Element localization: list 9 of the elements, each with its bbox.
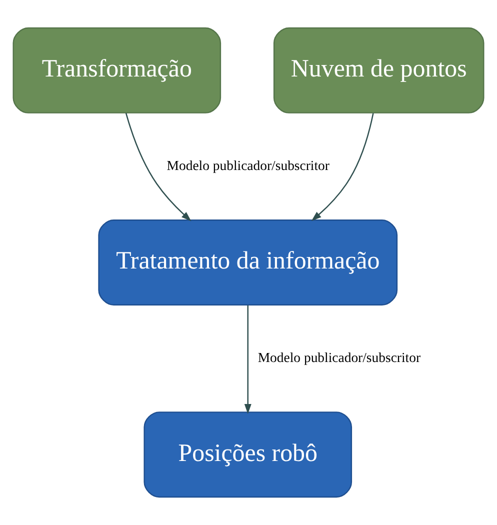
node-box: Posições robô <box>144 412 352 498</box>
edge-label: Modelo publicador/subscritor <box>166 158 330 173</box>
arrow <box>244 305 252 414</box>
edge-label: Modelo publicador/subscritor <box>258 350 421 366</box>
node-box: Tratamento da informação <box>98 219 398 306</box>
node-box: Transformação <box>12 27 222 114</box>
node-box: Nuvem de pontos <box>273 27 484 114</box>
arrow <box>311 113 374 222</box>
arrow <box>125 112 192 222</box>
